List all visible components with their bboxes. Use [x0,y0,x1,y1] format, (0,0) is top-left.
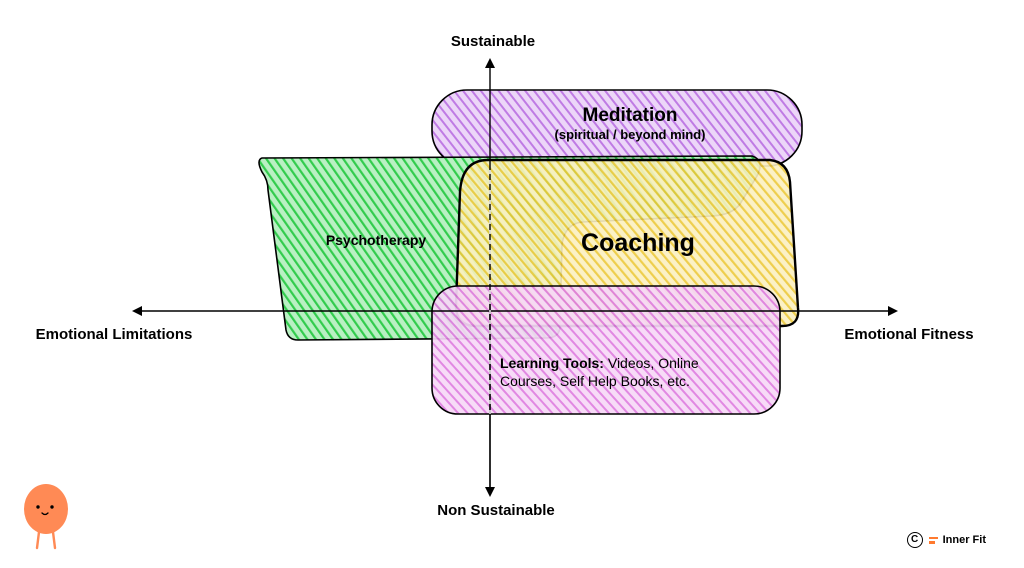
meditation-title: Meditation [583,105,678,126]
copyright-icon: C [906,532,923,548]
learning-tools-region [431,285,781,415]
footer-brand: C Inner Fit [906,532,986,548]
meditation-subtitle: (spiritual / beyond mind) [555,127,706,142]
psychotherapy-title: Psychotherapy [326,232,427,248]
axis-label-right: Emotional Fitness [844,326,973,343]
coaching-region [454,158,800,328]
axis-label-bottom: Non Sustainable [437,502,555,519]
mascot-icon [24,484,68,550]
brand-name: Inner Fit [942,534,986,546]
axis-label-left: Emotional Limitations [36,326,193,343]
learning-tools-title: Learning Tools: [500,355,604,371]
learning-tools-line-1: Learning Tools: Videos, Online [500,355,699,371]
inner-fit-logo-icon [928,536,938,544]
coaching-title: Coaching [581,229,695,257]
learning-tools-line-2: Courses, Self Help Books, etc. [500,373,690,389]
axis-label-top: Sustainable [451,33,535,50]
learning-tools-line1-rest: Videos, Online [604,355,699,371]
